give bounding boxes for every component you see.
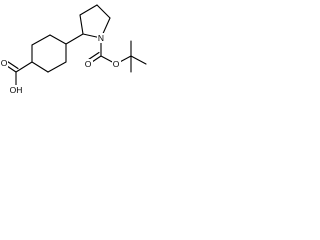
atom-labels: OH O N O O	[0, 33, 121, 95]
cyclohexane-ring	[31, 34, 67, 73]
structure-diagram: OH O N O O	[0, 4, 147, 95]
bond-ring4	[47, 61, 67, 73]
hydroxyl-label: OH	[10, 85, 23, 95]
bond-pyr-c3-c4	[79, 4, 98, 16]
bond-tbu-methyl-2	[130, 55, 147, 65]
bond-ring-to-acid-carbon	[15, 61, 33, 73]
boc-carbonyl-oxygen-label: O	[85, 59, 92, 69]
bond-pyr-c4-c5	[96, 4, 111, 19]
nitrogen-label: N	[98, 33, 104, 43]
bond-ring1	[31, 34, 51, 46]
bond-pyr-c2-c3	[79, 14, 84, 35]
ester-oxygen-label: O	[113, 59, 120, 69]
bond-ring2	[49, 34, 67, 45]
acid-carbonyl-oxygen-label: O	[1, 58, 8, 68]
bond-ring5	[31, 61, 49, 73]
bond-ring-to-pyrrolidine	[65, 33, 84, 45]
